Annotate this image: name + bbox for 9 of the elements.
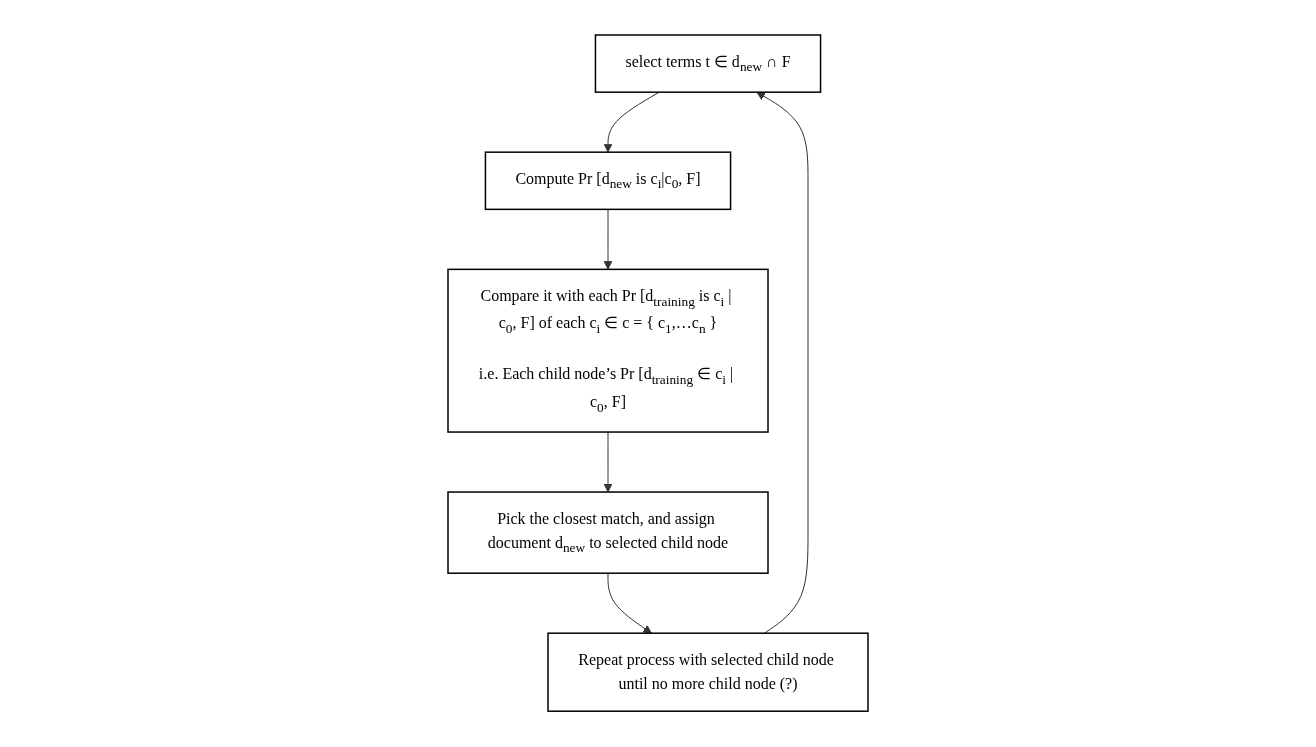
node-box: Compare it with each Pr [d$_{training}$ is c$_{i}$ | c$_{0}$, F] of each c$_{i}$ ∈ c = { c$_{1}$,…c$_{n}$ } i.e. Each child node’s Pr [d$_{training}$ ∈ c$_{i}$ | c$_{0}$, F] [447, 269, 769, 434]
arrow [607, 573, 652, 634]
node-box: Repeat process with selected child node until no more child node (?) [547, 632, 869, 713]
arrow [756, 92, 809, 635]
node-box: select terms t ∈ d$_{new}$ ∩ F [594, 34, 822, 94]
node-box: Compute Pr [d$_{new}$ is c$_{i}$|c$_{0}$, F] [484, 151, 732, 211]
arrow [603, 431, 613, 493]
node-box: Pick the closest match, and assign document d$_{new}$ to selected child node [447, 491, 769, 575]
arrow [603, 92, 660, 153]
